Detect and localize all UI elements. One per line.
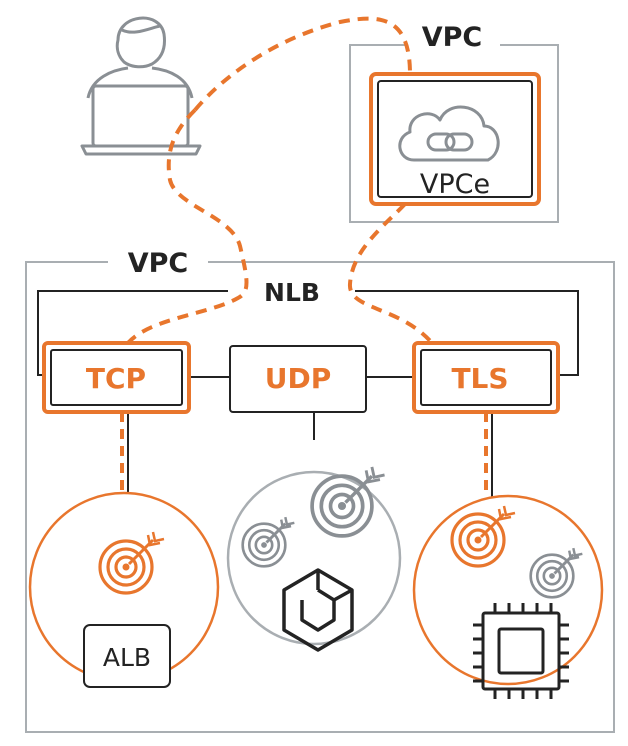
target-icon [241, 516, 295, 568]
vpc-top-label: VPC [422, 22, 483, 53]
tls-label: TLS [451, 362, 508, 395]
vpce-label: VPCe [420, 169, 490, 200]
user-to-tcp-path [126, 108, 249, 345]
alb-target-group: ALB [28, 491, 220, 688]
tls-listener: TLS [412, 341, 560, 414]
cloud-link-icon [398, 105, 500, 162]
target-icon [450, 505, 516, 568]
cpu-chip-icon [473, 603, 569, 699]
alb-label: ALB [103, 643, 151, 672]
user-to-vpce-path [193, 16, 412, 112]
nlb-label: NLB [264, 278, 320, 307]
udp-label: UDP [265, 362, 332, 395]
target-icon [310, 466, 385, 538]
tcp-label: TCP [86, 362, 146, 395]
vpc-main-boundary [25, 261, 615, 733]
user-laptop-icon [80, 16, 202, 156]
vpce-to-tls-path [347, 202, 434, 345]
vpc-top-boundary [349, 44, 559, 223]
tcp-listener: TCP [42, 341, 191, 414]
target-icon [98, 531, 165, 595]
udp-target-group [226, 466, 402, 652]
vpc-main-label: VPC [128, 248, 189, 279]
udp-listener: UDP [229, 345, 367, 413]
target-icon [529, 547, 583, 599]
tls-target-group [412, 494, 604, 699]
vpce-box: VPCe [369, 72, 541, 206]
ecs-container-icon [282, 568, 354, 652]
